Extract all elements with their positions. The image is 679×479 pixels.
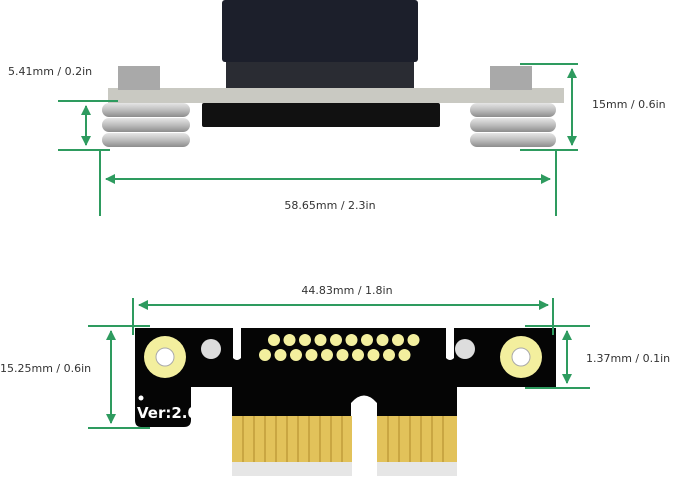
hole-left [201, 339, 221, 359]
header-pads [259, 334, 420, 361]
pcb-board [135, 328, 556, 427]
header-pad [321, 349, 333, 361]
nut-height-label: 5.41mm / 0.2in [8, 65, 92, 78]
pcb-bottom-bar [202, 103, 440, 127]
header-pad [398, 349, 411, 361]
gold-fingers [232, 416, 457, 476]
header-pad [367, 349, 380, 361]
left-standoff [102, 66, 190, 147]
header-pad [352, 349, 364, 361]
pcie-slot-connector [222, 0, 418, 62]
header-pad [383, 349, 395, 361]
board-height-label: 15.25mm / 0.6in [0, 362, 91, 375]
hole-right [455, 339, 475, 359]
top-view: 5.41mm / 0.2in 15mm / 0.6in 58.65mm / 2.… [8, 0, 666, 216]
header-pad [290, 349, 302, 361]
header-pad [299, 334, 311, 346]
overall-width-label: 58.65mm / 2.3in [284, 199, 375, 212]
header-pad [345, 334, 358, 346]
mounting-pad-right [500, 336, 542, 378]
right-standoff [470, 66, 556, 147]
header-pad [407, 334, 420, 346]
version-label: Ver:2.0 [137, 404, 198, 422]
header-pad [268, 334, 280, 346]
header-pad [392, 334, 404, 346]
mounting-pad-left [144, 336, 186, 378]
header-pad [361, 334, 373, 346]
header-pad [305, 349, 318, 361]
header-pad [376, 334, 389, 346]
header-pad [283, 334, 296, 346]
header-pad [314, 334, 327, 346]
header-pad [336, 349, 349, 361]
header-pad [274, 349, 287, 361]
standoff-height-label: 15mm / 0.6in [592, 98, 666, 111]
pcb-edge [108, 88, 564, 103]
board-width-label: 44.83mm / 1.8in [301, 284, 392, 297]
header-pad [330, 334, 342, 346]
header-pad [259, 349, 271, 361]
connector-pins [226, 62, 414, 90]
tab-height-label: 1.37mm / 0.1in [586, 352, 670, 365]
bottom-view: Ver:2.0 44.83mm / 1.8in 15.25mm / 0.6in … [0, 284, 670, 476]
